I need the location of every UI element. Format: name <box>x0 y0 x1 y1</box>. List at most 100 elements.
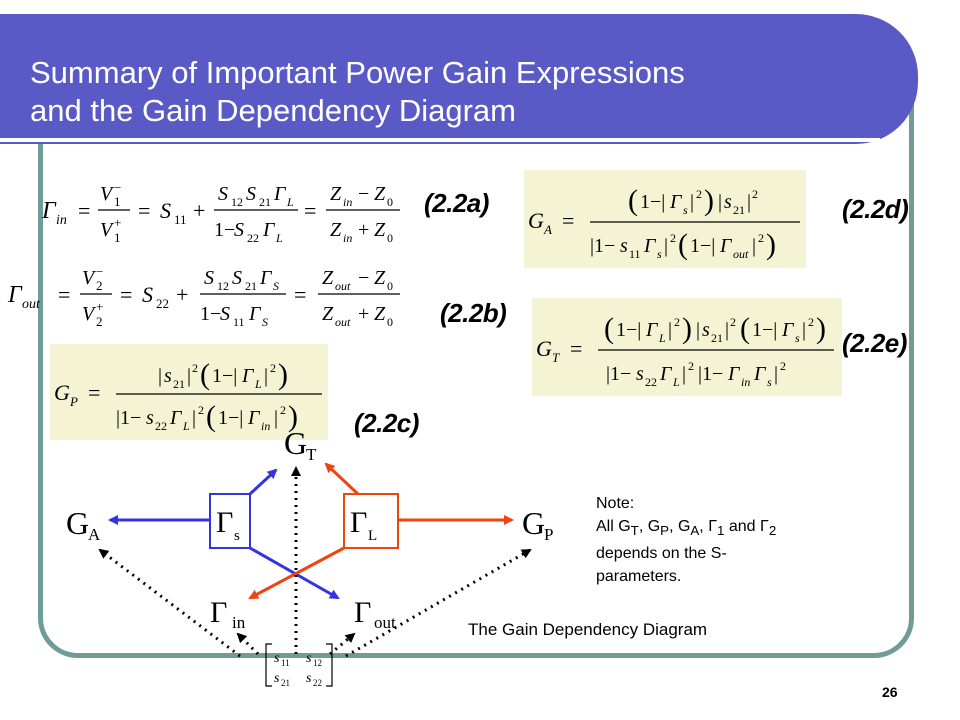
svg-text:s: s <box>274 651 280 666</box>
svg-text:+: + <box>193 198 205 223</box>
svg-text:11: 11 <box>174 212 187 227</box>
svg-text:=: = <box>304 198 316 223</box>
node-ga: GA <box>66 505 101 544</box>
svg-text:2: 2 <box>780 359 786 373</box>
svg-text:1−|: 1−| <box>616 319 641 341</box>
svg-text:2: 2 <box>730 315 736 329</box>
svg-text:2: 2 <box>198 403 204 417</box>
svg-text:(: ( <box>678 228 688 261</box>
svg-text:): ) <box>766 228 776 261</box>
svg-text:|1−: |1− <box>698 363 723 385</box>
svg-text:Γ: Γ <box>273 183 287 205</box>
svg-text:V: V <box>100 219 115 241</box>
svg-text:L: L <box>672 375 680 389</box>
svg-text:G: G <box>528 208 544 233</box>
svg-text:Γ: Γ <box>241 365 255 387</box>
svg-text:in: in <box>343 195 352 209</box>
svg-text:in: in <box>232 613 246 632</box>
title-line-2: and the Gain Dependency Diagram <box>30 93 516 128</box>
svg-text:S: S <box>262 315 268 329</box>
svg-text:Γ: Γ <box>350 506 367 539</box>
equation-2-2c: G P = | s 21 | 2 ( 1−| Γ L | 2 ) |1− s 2… <box>50 344 328 440</box>
svg-text:Z: Z <box>374 219 386 241</box>
svg-text:L: L <box>658 331 666 345</box>
diagram-caption: The Gain Dependency Diagram <box>468 620 708 639</box>
note-line-4: parameters. <box>596 568 682 586</box>
svg-text:s: s <box>724 191 732 213</box>
svg-text:G: G <box>522 505 545 541</box>
svg-text:): ) <box>278 358 288 391</box>
red-arrow-to-gt <box>324 462 360 496</box>
note-line-2: All GT, GP, GA, Γ1 and Γ2 <box>596 518 777 539</box>
svg-text:): ) <box>816 312 826 345</box>
svg-text:+: + <box>114 215 121 230</box>
svg-text:Γ: Γ <box>727 363 741 385</box>
svg-text:2: 2 <box>96 278 103 293</box>
svg-text:12: 12 <box>231 195 243 209</box>
svg-text:Z: Z <box>330 183 342 205</box>
svg-text:s: s <box>657 247 662 261</box>
svg-text:|: | <box>668 319 672 341</box>
svg-text:s: s <box>683 203 688 217</box>
svg-text:G: G <box>66 505 89 541</box>
svg-text:out: out <box>22 297 41 312</box>
svg-text:|: | <box>725 319 729 341</box>
note-line-3: depends on the S- <box>596 545 727 563</box>
equation-2-2d: G A = ( 1−| Γ s | 2 ) | s 21 | 2 |1− s 1… <box>524 170 806 268</box>
svg-text:): ) <box>704 184 714 217</box>
svg-text:L: L <box>275 231 283 245</box>
svg-text:11: 11 <box>629 247 641 261</box>
svg-text:Γ: Γ <box>354 596 371 629</box>
svg-text:|: | <box>802 319 806 341</box>
svg-text:1−|: 1−| <box>218 407 243 429</box>
svg-text:+: + <box>176 282 188 307</box>
svg-text:L: L <box>368 528 377 544</box>
svg-text:|: | <box>747 191 751 213</box>
svg-text:=: = <box>138 198 150 223</box>
svg-text:Γ: Γ <box>645 319 659 341</box>
svg-text:22: 22 <box>156 296 169 311</box>
node-gt: GT <box>284 425 317 464</box>
svg-text:|1−: |1− <box>606 363 631 385</box>
gamma-s-box <box>209 493 251 549</box>
equation-2-2a: Γ in = V − 1 V + 1 = S 11 + S 12 S 21 Γ … <box>38 172 418 255</box>
gamma-l-box <box>343 493 399 549</box>
svg-text:11: 11 <box>281 658 290 668</box>
svg-text:T: T <box>552 350 560 365</box>
svg-text:=: = <box>570 336 582 361</box>
svg-text:|1−: |1− <box>116 407 141 429</box>
svg-text:=: = <box>88 380 100 405</box>
svg-text:L: L <box>182 419 190 433</box>
dotted-arrow-to-ga <box>98 548 241 658</box>
note-line-1: Note: <box>596 495 635 512</box>
svg-text:S: S <box>246 183 256 205</box>
svg-text:2: 2 <box>758 231 764 245</box>
title-line-1: Summary of Important Power Gain Expressi… <box>30 55 685 90</box>
svg-text:Γ: Γ <box>719 235 733 257</box>
svg-text:G: G <box>284 425 307 461</box>
svg-text:21: 21 <box>733 203 745 217</box>
svg-text:G: G <box>54 380 70 405</box>
svg-text:|: | <box>752 235 756 257</box>
svg-text:S: S <box>273 279 279 293</box>
equation-2-2e: G T = ( 1−| Γ L | 2 ) | s 21 | 2 ( 1−| Γ… <box>532 298 842 396</box>
svg-text:Γ: Γ <box>669 191 683 213</box>
title-bar: Summary of Important Power Gain Expressi… <box>0 14 918 144</box>
svg-text:(: ( <box>206 400 216 433</box>
svg-text:s: s <box>795 331 800 345</box>
dotted-arrow-to-gamma-out <box>329 632 356 656</box>
title-underline <box>0 138 880 142</box>
dotted-arrow-to-gamma-in <box>236 632 260 656</box>
svg-text:V: V <box>100 183 115 205</box>
svg-text:−: − <box>358 267 369 289</box>
svg-text:s: s <box>306 671 312 686</box>
svg-text:21: 21 <box>281 678 290 688</box>
svg-text:A: A <box>88 525 101 544</box>
svg-text:(: ( <box>200 358 210 391</box>
svg-text:22: 22 <box>313 678 322 688</box>
svg-text:Γ: Γ <box>41 198 57 224</box>
svg-text:Γ: Γ <box>216 506 233 539</box>
svg-text:0: 0 <box>387 315 393 329</box>
